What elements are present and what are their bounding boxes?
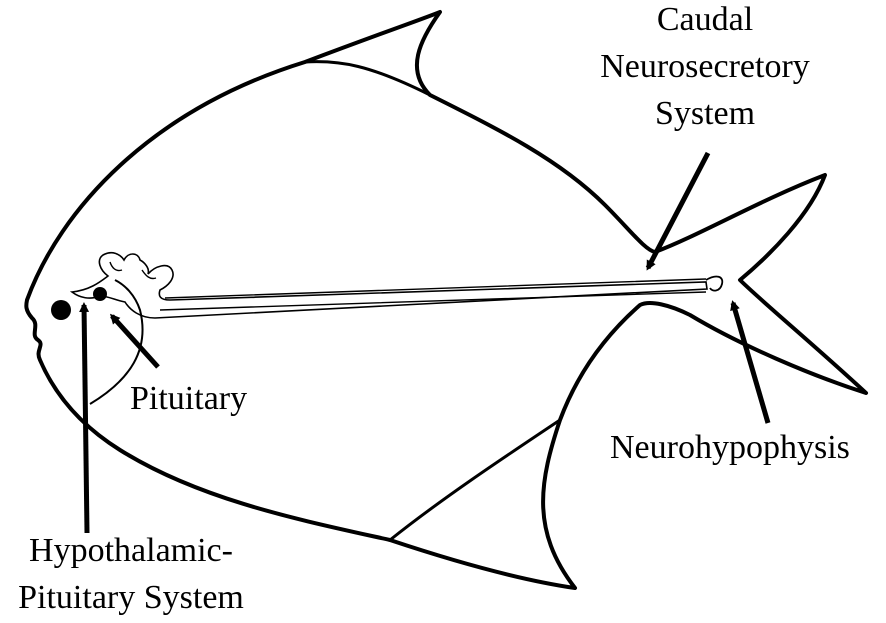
brain-outline bbox=[72, 253, 707, 318]
brain-detail bbox=[110, 262, 156, 279]
fish-body-outline bbox=[26, 12, 866, 588]
spinal-cord bbox=[160, 279, 706, 310]
arrow-pituitary bbox=[109, 313, 158, 367]
urophysis bbox=[706, 277, 722, 291]
arrow-neurohypophysis bbox=[730, 300, 768, 423]
label-hps-line2: Pituitary System bbox=[18, 579, 244, 616]
anal-fin-base bbox=[390, 420, 560, 540]
pituitary-dot bbox=[93, 287, 107, 301]
label-caudal-line1: Caudal bbox=[656, 1, 754, 38]
label-hypothalamic-pituitary-system: Hypothalamic- Pituitary System bbox=[0, 527, 262, 621]
label-hps-line1: Hypothalamic- bbox=[29, 532, 233, 569]
arrow-hypothalamic bbox=[79, 302, 87, 533]
label-caudal-neurosecretory-system: Caudal Neurosecretory System bbox=[580, 0, 830, 137]
label-neurohypophysis: Neurohypophysis bbox=[610, 429, 850, 466]
dorsal-fin-base bbox=[305, 62, 430, 95]
label-caudal-line3: System bbox=[654, 95, 756, 132]
label-caudal-line2: Neurosecretory bbox=[600, 48, 810, 85]
arrow-caudal bbox=[648, 153, 708, 271]
eye-dot bbox=[51, 300, 71, 320]
head-arc bbox=[90, 280, 143, 404]
label-pituitary: Pituitary bbox=[130, 380, 248, 417]
